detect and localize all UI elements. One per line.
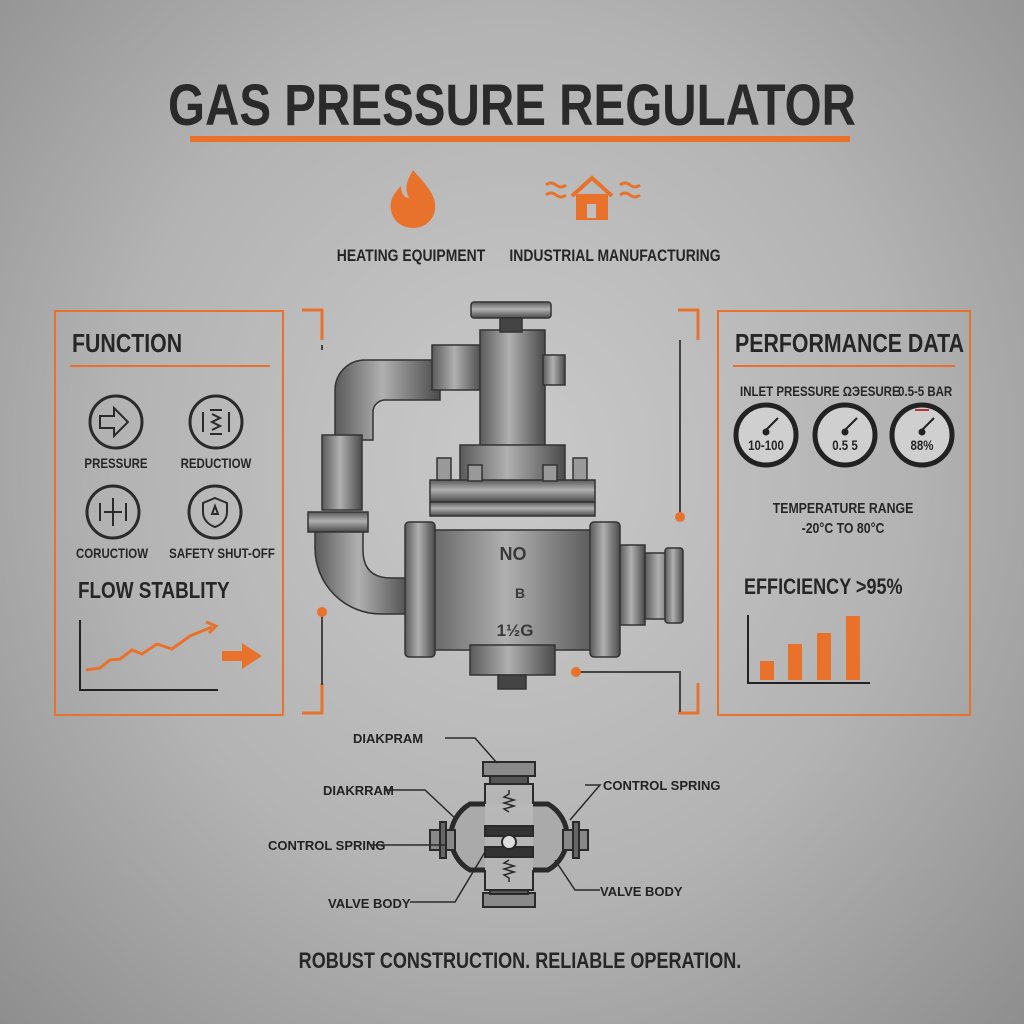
function-divider	[70, 365, 270, 367]
arrow-right-icon	[88, 394, 144, 450]
valve-marking-no: NO	[500, 544, 527, 564]
flow-stability-heading: FLOW STABLITY	[78, 577, 230, 603]
gauges	[733, 402, 955, 468]
function-panel	[54, 310, 284, 716]
valve-marking-size: 1½G	[497, 621, 534, 640]
gauge-value-2: 0.5 5	[832, 437, 858, 453]
function-label-safety: SAFETY SHUT-OFF	[169, 545, 275, 561]
arrow-right-icon	[222, 643, 262, 669]
application-industrial: INDUSTRIAL MANUFACTURING	[509, 246, 721, 265]
performance-panel	[717, 310, 971, 716]
diagram-label-valve-body-left: VALVE BODY	[328, 896, 411, 911]
valve-icon	[85, 484, 141, 540]
regulator-valve-image	[307, 301, 684, 690]
performance-divider	[733, 365, 955, 367]
efficiency-heading: EFFICIENCY >95%	[744, 574, 903, 599]
application-heating: HEATING EQUIPMENT	[336, 246, 486, 265]
diagram-label-control-spring-left: CONTROL SPRING	[268, 838, 386, 853]
function-label-reduction: REDUCTIOW	[180, 455, 252, 471]
cross-section-diagram	[370, 737, 602, 908]
spring-icon	[188, 394, 244, 450]
tagline: ROBUST CONSTRUCTION. RELIABLE OPERATION.	[298, 948, 742, 973]
performance-heading: PERFORMANCE DATA	[735, 328, 964, 358]
gauge-caption-range: 0.5-5 BAR	[898, 383, 953, 399]
bar	[760, 661, 774, 680]
bar	[788, 644, 802, 680]
function-label-construction: CORUCTIOW	[75, 545, 149, 561]
function-label-pressure: PRESSURE	[84, 455, 148, 471]
efficiency-chart	[747, 615, 870, 684]
page-title: GAS PRESSURE REGULATOR	[168, 73, 856, 138]
house-icon	[545, 175, 641, 220]
flame-icon	[390, 170, 436, 228]
valve-marking-b: B	[515, 585, 525, 601]
temperature-value: -20°C TO 80°C	[801, 520, 885, 537]
bracket-lines	[302, 308, 700, 715]
gauge-value-3: 88%	[910, 437, 934, 453]
diagram-label-diaphragm-left: DIAKRRAM	[323, 783, 394, 798]
bar	[817, 633, 831, 680]
bar	[846, 616, 860, 680]
diagram-label-diaphragm-top: DIAKPRAM	[353, 731, 423, 746]
temperature-label: TEMPERATURE RANGE	[772, 500, 914, 517]
title-underline	[190, 136, 850, 142]
shield-flame-icon	[187, 484, 243, 540]
diagram-label-control-spring-right: CONTROL SPRING	[603, 778, 721, 793]
gauge-value-1: 10-100	[748, 437, 784, 453]
flow-stability-chart	[79, 620, 262, 691]
gauge-caption-inlet: INLET PRESSURE ΩЭESURE	[740, 383, 900, 399]
function-heading: FUNCTION	[72, 328, 183, 358]
diagram-label-valve-body-right: VALVE BODY	[600, 884, 683, 899]
